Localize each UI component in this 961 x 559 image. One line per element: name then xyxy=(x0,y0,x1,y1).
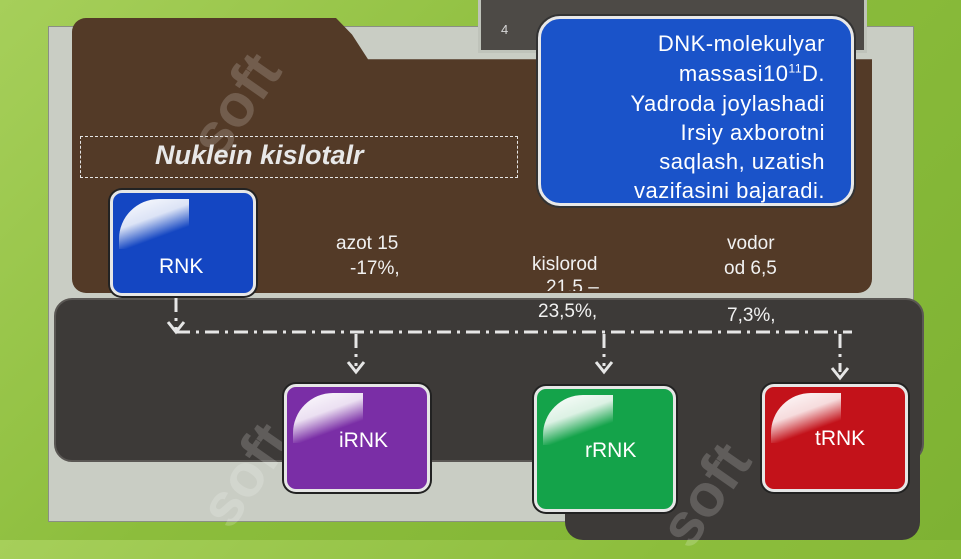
node-trnk-label: tRNK xyxy=(815,427,866,450)
info-line-3: Yadroda joylashadi xyxy=(630,91,825,116)
info-line-5: saqlash, uzatish xyxy=(659,149,825,174)
node-rnk: RNK xyxy=(110,190,256,296)
page-number: 4 xyxy=(501,22,509,37)
info-line-2: massasi1011D. xyxy=(678,61,825,86)
node-irnk: iRNK xyxy=(284,384,430,492)
kislorod-line-3: 23,5%, xyxy=(538,301,598,322)
azot-line-1: azot 15 xyxy=(336,233,399,254)
node-irnk-label: iRNK xyxy=(339,429,389,452)
vodor-line-1: vodor xyxy=(727,233,775,254)
node-rrnk-label: rRNK xyxy=(585,439,637,462)
vodor-line-2: od 6,5 xyxy=(724,258,777,279)
kislorod-line-1: kislorod xyxy=(532,254,598,275)
azot-line-2: -17%, xyxy=(350,258,400,279)
info-box: DNK-molekulyar massasi1011D. Yadroda joy… xyxy=(538,16,854,206)
node-trnk: tRNK xyxy=(762,384,908,492)
node-rnk-label: RNK xyxy=(159,255,204,278)
connector-lines xyxy=(166,298,852,381)
slide-title: Nuklein kislotalr xyxy=(155,140,364,170)
info-line-6: vazifasini bajaradi. xyxy=(634,178,825,203)
title-frame xyxy=(80,136,518,178)
info-line-4: Irsiy axborotni xyxy=(680,120,825,145)
node-rrnk: rRNK xyxy=(534,386,676,512)
info-line-1: DNK-molekulyar xyxy=(657,31,825,56)
vodor-line-3: 7,3%, xyxy=(727,305,776,326)
kislorod-line-2: 21,5 – xyxy=(546,277,599,291)
